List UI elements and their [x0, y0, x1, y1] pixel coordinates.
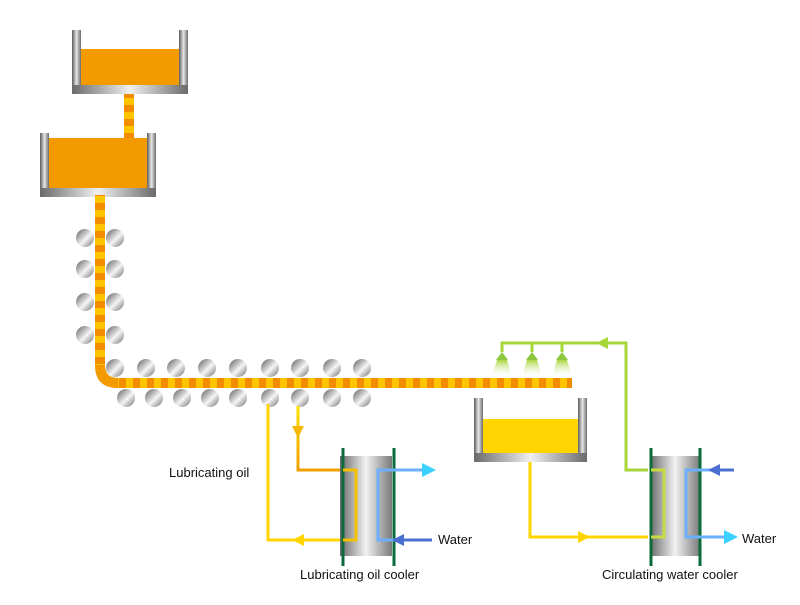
roll	[173, 389, 191, 407]
spray-nozzle-icon	[556, 352, 568, 360]
water-out-arrow-icon	[422, 463, 436, 477]
roll	[198, 359, 216, 377]
roll	[106, 260, 124, 278]
roll	[323, 389, 341, 407]
roll	[117, 389, 135, 407]
flow-arrow-icon	[596, 337, 608, 349]
roll	[106, 359, 124, 377]
flow-arrow-icon	[578, 531, 590, 543]
spray-nozzles	[492, 352, 572, 376]
label-lubricating-oil: Lubricating oil	[169, 465, 249, 480]
flow-arrow-icon	[292, 426, 304, 438]
water-in-arrow-icon	[392, 534, 404, 546]
roll	[201, 389, 219, 407]
roll	[137, 359, 155, 377]
roll	[291, 389, 309, 407]
roll	[106, 229, 124, 247]
roll	[261, 359, 279, 377]
roll	[76, 326, 94, 344]
cooling-water-tank	[474, 398, 587, 462]
spray-nozzle-icon	[526, 352, 538, 360]
roll	[76, 260, 94, 278]
spray-cone	[552, 360, 572, 376]
ladle-stream	[124, 94, 134, 138]
roll	[353, 359, 371, 377]
label-lubricating-oil-cooler: Lubricating oil cooler	[300, 567, 420, 582]
roll	[229, 359, 247, 377]
flow-arrow-icon	[292, 534, 304, 546]
circulating-water-cooler	[649, 448, 738, 566]
roll	[106, 326, 124, 344]
label-water-right: Water	[742, 531, 777, 546]
lubricating-oil-circuit	[266, 404, 352, 546]
roll	[323, 359, 341, 377]
label-water-left: Water	[438, 532, 473, 547]
ladle	[72, 30, 188, 94]
water-out-arrow-icon	[724, 530, 738, 544]
roll	[261, 389, 279, 407]
water-in-arrow-icon	[708, 464, 720, 476]
roll	[167, 359, 185, 377]
roll	[145, 389, 163, 407]
roll	[76, 293, 94, 311]
roll	[353, 389, 371, 407]
tundish	[40, 133, 156, 197]
label-circulating-water-cooler: Circulating water cooler	[602, 567, 739, 582]
steel-strand	[95, 195, 572, 388]
circulating-water-circuit	[492, 337, 648, 543]
guide-rolls	[76, 229, 371, 407]
spray-nozzle-icon	[496, 352, 508, 360]
roll	[76, 229, 94, 247]
spray-cone	[522, 360, 542, 376]
lubricating-oil-cooler	[340, 448, 436, 566]
roll	[229, 389, 247, 407]
roll	[291, 359, 309, 377]
spray-cone	[492, 360, 512, 376]
roll	[106, 293, 124, 311]
